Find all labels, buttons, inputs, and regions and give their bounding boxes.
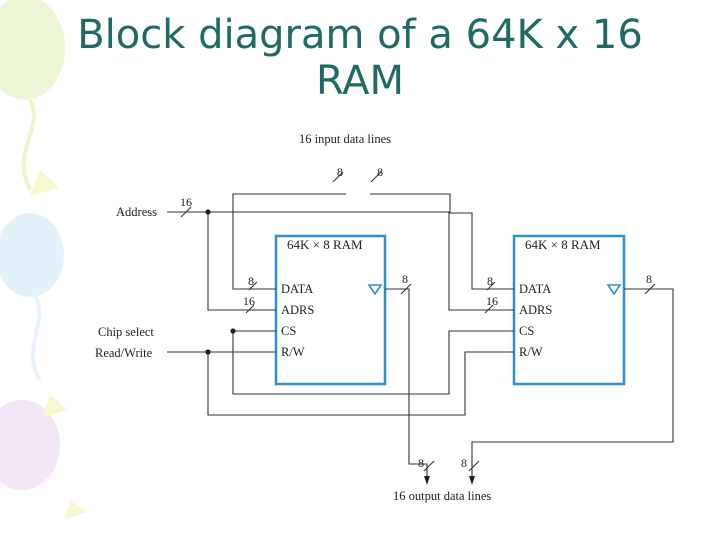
read-write-label: Read/Write	[95, 346, 153, 360]
title-line-1: Block diagram of a 64K x 16	[77, 12, 643, 58]
chip-1-adrs-width: 16	[243, 294, 255, 308]
address-label: Address	[116, 205, 157, 219]
chip-1-pin-data: DATA	[281, 282, 313, 296]
output-bus: 8 8 8 8	[385, 272, 674, 485]
chip-1-title: 64K × 8 RAM	[287, 237, 363, 252]
read-write-line	[167, 349, 514, 416]
input-b-width: 8	[377, 165, 383, 179]
chip-1-pin-adrs: ADRS	[281, 303, 314, 317]
output-data-lines-label: 16 output data lines	[393, 489, 491, 503]
chip-select-label: Chip select	[98, 325, 154, 339]
chip-2-pin-adrs: ADRS	[519, 303, 552, 317]
output-a-width: 8	[418, 456, 424, 470]
address-width: 16	[180, 195, 192, 209]
input-bus: 8 8	[232, 165, 514, 290]
chip-2-data-out-width: 8	[646, 272, 652, 286]
input-data-lines-label: 16 input data lines	[299, 132, 391, 146]
chip-2-pin-rw: R/W	[519, 345, 543, 359]
chip-select-line	[230, 328, 514, 395]
title-line-2: RAM	[315, 58, 405, 104]
balloon-icon	[0, 0, 65, 100]
chip-1-data-out-width: 8	[402, 272, 408, 286]
decorative-balloons	[0, 0, 88, 520]
output-b-width: 8	[461, 456, 467, 470]
chip-2-pin-cs: CS	[519, 324, 534, 338]
chip-2-data-in-width: 8	[487, 274, 493, 288]
chip-1-output-triangle-icon	[367, 284, 383, 296]
input-a-width: 8	[337, 165, 343, 179]
chip-2-title: 64K × 8 RAM	[525, 237, 601, 252]
balloon-icon	[0, 400, 60, 490]
chip-1-data-in-width: 8	[248, 274, 254, 288]
address-bus: 16 8 16 8 16	[167, 195, 514, 314]
chip-2-adrs-width: 16	[486, 294, 498, 308]
balloon-icon	[0, 213, 64, 297]
chip-1-pin-cs: CS	[281, 324, 296, 338]
chip-2-output-triangle-icon	[606, 284, 622, 296]
page-title: Block diagram of a 64K x 16 RAM	[0, 12, 720, 104]
chip-1-pin-rw: R/W	[281, 345, 305, 359]
chip-2-pin-data: DATA	[519, 282, 551, 296]
